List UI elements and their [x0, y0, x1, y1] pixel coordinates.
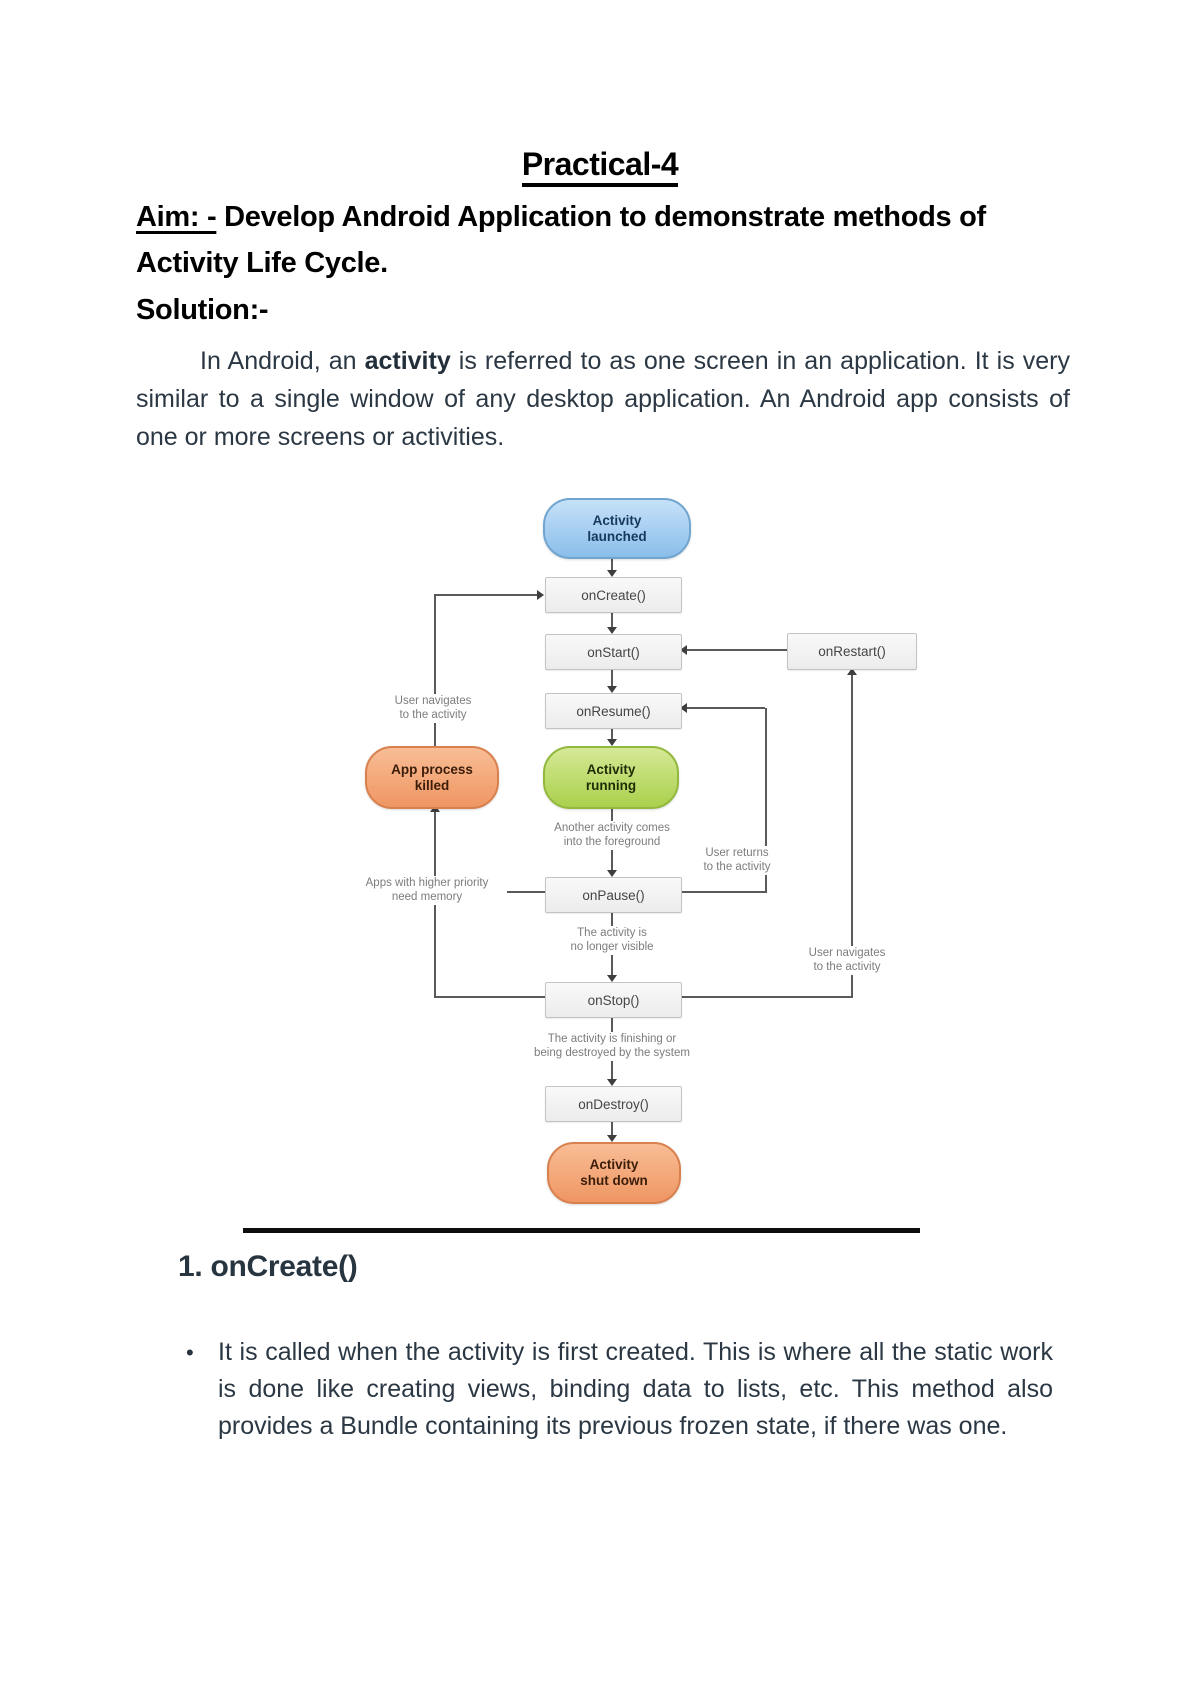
- solution-heading: Solution:-: [136, 294, 269, 326]
- bullet-marker: •: [186, 1340, 194, 1365]
- arrowhead-running: [607, 739, 617, 746]
- connector-onstop-onrestart-v: [851, 675, 853, 997]
- section-divider: [243, 1228, 920, 1233]
- aim-label: Aim: -: [136, 201, 217, 233]
- connector-onpause-return-v: [765, 708, 767, 893]
- label-user-navigates-left: User navigates to the activity: [363, 694, 503, 723]
- arrowhead-into-oncreate: [537, 590, 544, 600]
- connector-onstart-onresume: [611, 667, 613, 686]
- activity-lifecycle-diagram: User navigates to the activity Another a…: [340, 490, 920, 1205]
- intro-post: is referred to as one screen in an appli…: [136, 347, 1070, 451]
- label-user-returns: User returns to the activity: [687, 846, 787, 875]
- connector-launched-oncreate: [611, 555, 613, 570]
- node-onstop: onStop(): [545, 982, 682, 1018]
- page-title: Practical-4: [0, 146, 1200, 187]
- arrowhead-into-onstart: [680, 645, 687, 655]
- node-activity-running: Activity running: [543, 746, 679, 809]
- intro-paragraph: In Android, an activity is referred to a…: [136, 342, 1070, 456]
- node-oncreate: onCreate(): [545, 577, 682, 613]
- intro-pre: In Android, an: [200, 347, 365, 375]
- connector-onresume-running: [611, 725, 613, 739]
- aim-heading: Aim: - Develop Android Application to de…: [136, 194, 1076, 286]
- connector-onpause-return-h1: [680, 891, 767, 893]
- node-onpause: onPause(): [545, 877, 682, 913]
- arrowhead-oncreate: [607, 570, 617, 577]
- node-app-process-killed: App process killed: [365, 746, 499, 809]
- intro-bold-word: activity: [364, 347, 451, 375]
- node-onstart: onStart(): [545, 634, 682, 670]
- aim-text: Develop Android Application to demonstra…: [136, 201, 986, 279]
- connector-onrestart-onstart: [687, 649, 787, 651]
- node-ondestroy: onDestroy(): [545, 1086, 682, 1122]
- arrowhead-shutdown: [607, 1135, 617, 1142]
- label-another-activity: Another activity comes into the foregrou…: [532, 821, 692, 850]
- arrowhead-ondestroy: [607, 1079, 617, 1086]
- node-activity-shut-down: Activity shut down: [547, 1142, 681, 1204]
- page-title-text: Practical-4: [521, 146, 679, 187]
- node-onrestart: onRestart(): [787, 633, 917, 670]
- arrowhead-onresume: [607, 686, 617, 693]
- connector-oncreate-onstart: [611, 612, 613, 627]
- connector-killed-oncreate-h: [434, 594, 537, 596]
- leader-apps-priority: [505, 891, 545, 893]
- label-activity-finishing: The activity is finishing or being destr…: [512, 1032, 712, 1061]
- connector-onstop-killed-h: [434, 996, 547, 998]
- section-heading-oncreate: 1. onCreate(): [178, 1250, 358, 1283]
- arrowhead-onpause: [607, 870, 617, 877]
- label-activity-not-visible: The activity is no longer visible: [532, 926, 692, 955]
- arrowhead-onstop: [607, 975, 617, 982]
- arrowhead-into-onresume: [680, 703, 687, 713]
- bullet-text: It is called when the activity is first …: [218, 1338, 1053, 1440]
- node-onresume: onResume(): [545, 693, 682, 729]
- label-user-navigates-right: User navigates to the activity: [788, 946, 906, 975]
- node-activity-launched: Activity launched: [543, 498, 691, 559]
- connector-killed-up: [434, 595, 436, 746]
- connector-onpause-return-h2: [687, 707, 765, 709]
- connector-onstop-onrestart-h: [680, 996, 853, 998]
- connector-ondestroy-shutdown: [611, 1118, 613, 1135]
- arrowhead-into-onrestart: [847, 668, 857, 675]
- arrowhead-onstart: [607, 627, 617, 634]
- label-apps-priority: Apps with higher priority need memory: [347, 876, 507, 905]
